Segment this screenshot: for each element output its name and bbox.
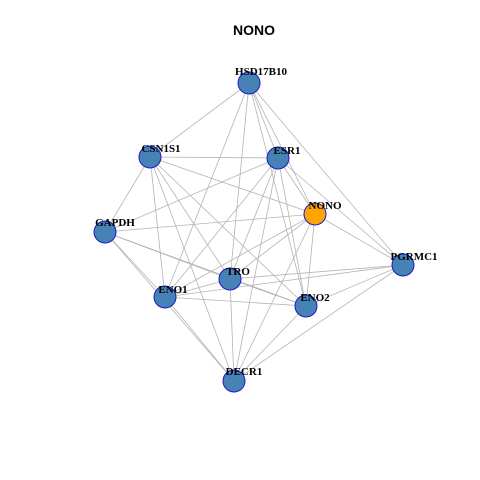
edge-csn1s1-nono xyxy=(149,156,316,215)
edge-hsd17b10-esr1 xyxy=(248,82,279,159)
edge-pgrmc1-decr1 xyxy=(233,264,404,382)
edge-nono-gapdh xyxy=(104,213,316,233)
diagram-title: NONO xyxy=(233,22,275,38)
edge-hsd17b10-pgrmc1 xyxy=(248,82,404,266)
edge-gapdh-eno1 xyxy=(104,231,166,298)
edge-esr1-pgrmc1 xyxy=(277,157,404,266)
node-gapdh xyxy=(93,220,117,244)
edge-eno1-eno2 xyxy=(164,296,307,307)
edge-nono-tro xyxy=(229,213,316,280)
edge-csn1s1-eno1 xyxy=(149,156,166,298)
edge-nono-pgrmc1 xyxy=(314,213,404,266)
node-pgrmc1 xyxy=(391,253,415,277)
edge-pgrmc1-eno2 xyxy=(305,264,404,307)
edge-csn1s1-esr1 xyxy=(149,156,279,159)
edge-esr1-eno1 xyxy=(164,157,279,298)
edge-hsd17b10-tro xyxy=(229,82,250,280)
node-eno1 xyxy=(153,285,177,309)
node-label-tro: TRO xyxy=(226,266,250,278)
node-hsd17b10 xyxy=(237,71,261,95)
edge-hsd17b10-eno1 xyxy=(164,82,250,298)
node-csn1s1 xyxy=(138,145,162,169)
node-decr1 xyxy=(222,369,246,393)
edge-hsd17b10-eno2 xyxy=(248,82,307,307)
edge-esr1-decr1 xyxy=(233,157,279,382)
edge-nono-eno2 xyxy=(305,213,316,307)
edge-gapdh-eno2 xyxy=(104,231,307,307)
node-label-csn1s1: CSN1S1 xyxy=(141,143,180,155)
edge-csn1s1-decr1 xyxy=(149,156,235,382)
edge-nono-decr1 xyxy=(233,213,316,382)
node-label-gapdh: GAPDH xyxy=(95,217,135,229)
edge-pgrmc1-eno1 xyxy=(164,264,404,298)
edge-tro-eno2 xyxy=(229,278,307,307)
node-label-eno1: ENO1 xyxy=(158,284,187,296)
node-tro xyxy=(218,267,242,291)
edge-hsd17b10-csn1s1 xyxy=(149,82,250,158)
node-label-nono: NONO xyxy=(309,200,342,212)
edge-pgrmc1-tro xyxy=(229,264,404,280)
node-layer xyxy=(93,71,415,393)
edge-layer xyxy=(104,82,404,382)
edge-esr1-tro xyxy=(229,157,279,280)
node-label-hsd17b10: HSD17B10 xyxy=(235,66,287,78)
edge-esr1-gapdh xyxy=(104,157,279,233)
node-eno2 xyxy=(294,294,318,318)
node-label-eno2: ENO2 xyxy=(300,292,330,304)
edge-eno1-decr1 xyxy=(164,296,235,382)
edge-csn1s1-tro xyxy=(149,156,231,280)
edge-nono-eno1 xyxy=(164,213,316,298)
edge-eno2-decr1 xyxy=(233,305,307,382)
node-label-decr1: DECR1 xyxy=(226,366,263,378)
node-label-pgrmc1: PGRMC1 xyxy=(390,251,437,263)
edge-csn1s1-gapdh xyxy=(104,156,151,233)
node-nono xyxy=(303,202,327,226)
edge-tro-decr1 xyxy=(229,278,235,382)
node-label-esr1: ESR1 xyxy=(274,145,301,157)
node-esr1 xyxy=(266,146,290,170)
